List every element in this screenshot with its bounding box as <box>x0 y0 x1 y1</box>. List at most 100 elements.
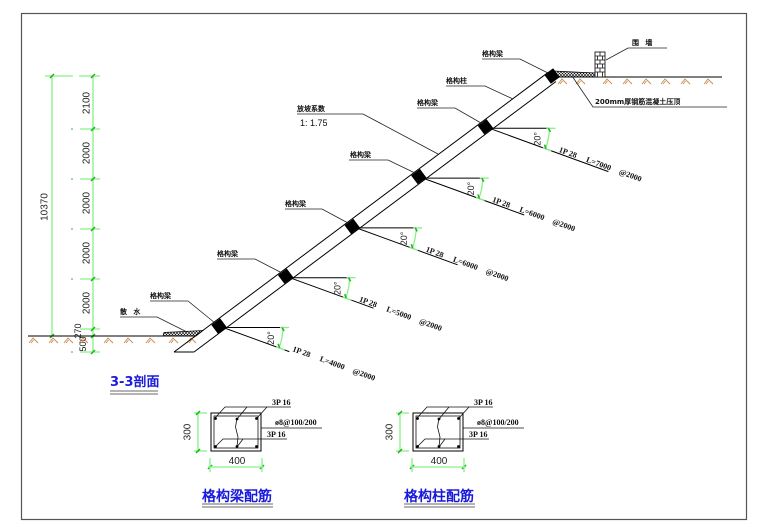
anchor-bar-size: 1P 28 <box>291 344 311 359</box>
callout-label: 格构梁 <box>285 199 307 208</box>
callout-label: 格构梁 <box>217 249 239 258</box>
stirrup-outline <box>213 415 259 449</box>
ground-hatch-mark <box>602 78 613 85</box>
ground-hatch-mark <box>145 337 156 344</box>
anchor-bar-size: 1P 28 <box>491 195 511 210</box>
ground-hatch-mark <box>703 78 714 85</box>
anchor-bar <box>285 275 374 309</box>
callout-beam-row2: 格构梁 <box>285 199 349 224</box>
anchor-length: L=6000 <box>518 205 545 222</box>
crest-ground <box>552 51 722 85</box>
lattice-node <box>211 318 227 334</box>
anchor-bar-size: 1P 28 <box>425 245 445 260</box>
callout-label: 格构柱 <box>446 76 467 85</box>
dimension-dot <box>71 228 73 230</box>
callout-label: 格构梁 <box>150 291 172 300</box>
section-width-label: 400 <box>229 456 246 467</box>
stirrup-outline <box>415 415 461 449</box>
ground-hatch-mark <box>622 78 633 85</box>
ground-hatch-mark <box>641 78 652 85</box>
dimension-dot <box>71 278 73 280</box>
segment-height-label: 2000 <box>82 191 93 214</box>
detail-title: 格构梁配筋 <box>202 488 272 505</box>
lattice-node <box>344 218 360 235</box>
anchor-angle-arc <box>345 277 351 299</box>
section-height-label: 300 <box>183 423 194 440</box>
ground-hatch-mark <box>28 337 39 344</box>
ground-hatch-mark <box>48 337 59 344</box>
rebar-dot <box>214 445 217 448</box>
callout-leader <box>482 58 549 74</box>
section-width-label: 400 <box>431 456 448 467</box>
anchor-bar <box>352 225 458 266</box>
angle-tick <box>343 293 347 299</box>
segment-height-label: 2000 <box>82 241 93 264</box>
section-outline <box>412 412 464 452</box>
anchor-length: L=4000 <box>319 354 346 371</box>
ground-hatch-mark <box>103 337 114 344</box>
dimension-tick-marks <box>195 410 265 470</box>
section-height-label: 300 <box>385 423 396 440</box>
stirrups-label: ø8@100/200 <box>477 418 519 427</box>
rebar-dot <box>255 417 258 420</box>
detail-title: 格构柱配筋 <box>404 488 474 505</box>
callout-column: 格构柱 <box>446 76 514 100</box>
angle-tick <box>277 343 281 349</box>
ground-hatch-mark <box>123 337 134 344</box>
lattice-node <box>411 168 427 185</box>
perspective-line <box>256 406 268 419</box>
angle-tick <box>281 327 285 332</box>
tie-bar <box>235 417 239 448</box>
angle-tick <box>481 177 485 182</box>
rebar-dot <box>255 445 258 448</box>
anchor-angle-arc <box>478 178 484 199</box>
anchor-spec-label: 1P 28 L=6000 @2000 <box>491 195 576 233</box>
rebar-dot <box>235 417 239 421</box>
anchor-bar-size: 1P 28 <box>558 145 578 160</box>
rebar-dot <box>416 445 419 448</box>
slope-ratio-title: 放坡系数 <box>296 104 326 113</box>
anchor-row-4: 20° 1P 28L=7000@2000 <box>485 126 643 184</box>
callout-slope-ratio: 放坡系数 1: 1.75 <box>296 104 439 155</box>
callout-label: 格构梁 <box>417 98 439 107</box>
rebar-dot <box>437 445 441 448</box>
slope-lattice-beam <box>173 71 557 353</box>
ground-hatch-mark <box>63 337 74 344</box>
callout-leader <box>297 113 439 155</box>
callout-beam-row3: 格构梁 <box>349 150 416 174</box>
callout-label: 围 墙 <box>632 38 654 47</box>
rebar-dot <box>437 417 441 421</box>
segment-height-label: 270 <box>73 323 83 338</box>
segment-height-label: 500 <box>78 336 88 351</box>
anchor-spacing: @2000 <box>551 217 576 233</box>
anchor-angle-label: 20° <box>333 281 343 295</box>
rebar-dot <box>457 445 460 448</box>
anchor-row-1: 20° 1P 28L=5000@2000 <box>285 275 443 333</box>
anchor-row-3: 20° 1P 28L=6000@2000 <box>418 176 576 233</box>
angle-tick <box>410 244 414 249</box>
rebar-dot <box>416 417 419 420</box>
anchor-row-0: 20° 1P 28L=4000@2000 <box>218 325 377 383</box>
segment-height-label: 2100 <box>82 91 93 114</box>
toe-ground <box>28 330 205 344</box>
angle-tick <box>414 227 418 232</box>
dimension-dot <box>71 351 73 353</box>
anchor-bar-size: 1P 28 <box>358 295 378 310</box>
lattice-nodes <box>211 68 560 334</box>
anchor-angle-label: 20° <box>532 132 542 146</box>
bottom-bars-label: 3P 16 <box>267 430 285 439</box>
anchor-angle-label: 20° <box>266 331 276 345</box>
callout-label: 200mm厚钢筋混凝土压顶 <box>595 97 680 106</box>
anchor-row-2: 20° 1P 28L=6000@2000 <box>352 225 510 283</box>
rebar-dot <box>214 417 217 420</box>
angle-extension <box>276 346 286 351</box>
bottom-bars-label: 3P 16 <box>469 430 487 439</box>
perspective-line <box>438 406 450 420</box>
perspective-line <box>458 406 470 419</box>
stirrups-label: ø8@100/200 <box>275 418 317 427</box>
callout-leader <box>605 47 667 61</box>
anchor-spacing: @2000 <box>618 167 643 183</box>
total-height-label: 10370 <box>40 193 51 221</box>
angle-extension <box>342 296 352 301</box>
